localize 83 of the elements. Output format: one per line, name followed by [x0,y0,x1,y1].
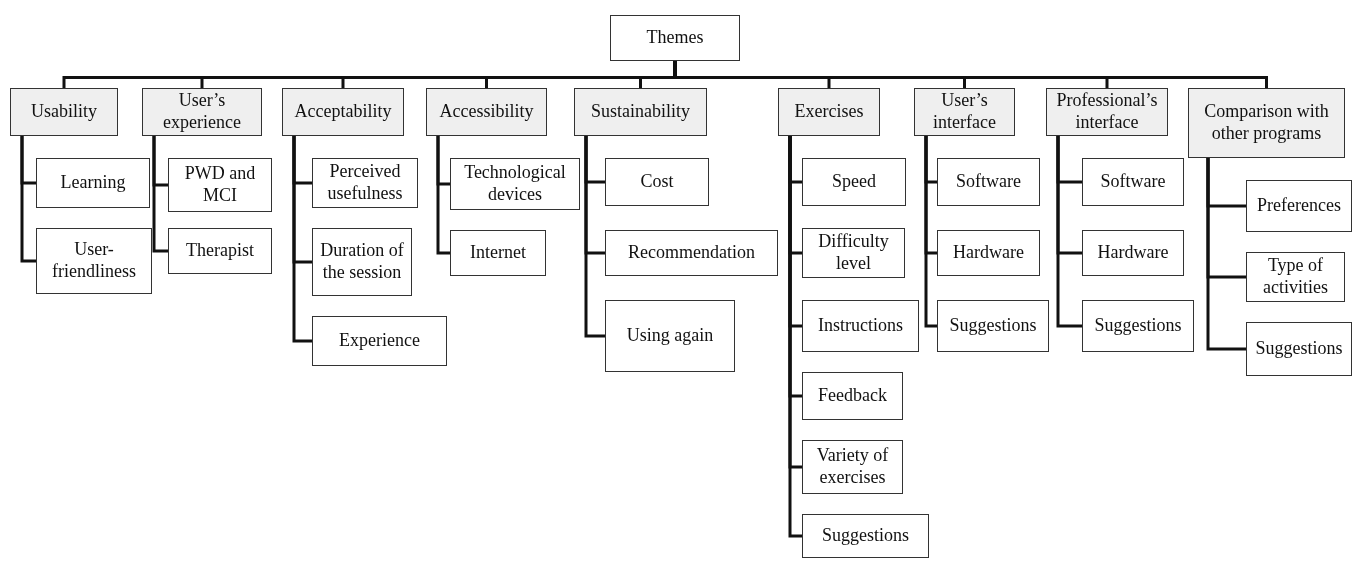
tree-connector [924,136,937,328]
theme-box [1188,88,1345,158]
subtheme-box [802,300,919,352]
tree-connector [1206,158,1246,351]
node-label: Cost [640,171,674,193]
subtheme-box [1246,322,1352,376]
subtheme-box [605,230,778,276]
node-label: Comparison with other programs [1203,101,1330,145]
theme-box [1046,88,1168,136]
node-label: Sustainability [591,101,690,123]
node-label: Preferences [1257,195,1341,217]
subtheme-box [312,228,412,296]
subtheme-box [450,158,580,210]
node-label: Learning [60,172,126,194]
node-label: Using again [626,325,714,347]
subtheme-box [168,158,272,212]
node-label: Therapist [186,240,254,262]
theme-box [426,88,547,136]
node-label: Software [1100,171,1166,193]
tree-connector [436,136,450,255]
tree-connector [788,136,802,538]
theme-box [282,88,404,136]
node-label: Type of activities [1262,255,1329,299]
node-label: Instructions [818,315,903,337]
subtheme-box [605,158,709,206]
node-label: Suggestions [1255,338,1343,360]
node-label: User’s interface [932,90,997,134]
subtheme-box [36,158,150,208]
subtheme-box [450,230,546,276]
subtheme-box [1246,180,1352,232]
subtheme-box [168,228,272,274]
theme-box [142,88,262,136]
theme-box [778,88,880,136]
node-label: Usability [31,101,97,123]
node-label: Perceived usefulness [326,161,404,205]
subtheme-box [937,230,1040,276]
theme-box [10,88,118,136]
subtheme-box [802,158,906,206]
tree-connector [584,136,605,338]
subtheme-box [802,514,929,558]
node-label: Recommendation [628,242,755,264]
node-label: Professional’s interface [1055,90,1159,134]
theme-box [914,88,1015,136]
node-label: Acceptability [294,101,392,123]
subtheme-box [1246,252,1345,302]
node-label: User-friendliness [51,239,137,283]
subtheme-box [802,440,903,494]
node-label: Suggestions [822,525,909,547]
node-label: Suggestions [1094,315,1182,337]
subtheme-box [36,228,152,294]
tree-connector [1056,136,1082,328]
root-box [610,15,740,61]
node-label: User’s experience [162,90,242,134]
node-label: Difficulty level [817,231,890,275]
node-label: Suggestions [949,315,1037,337]
node-label: Duration of the session [319,240,405,284]
subtheme-box [937,158,1040,206]
tree-connector [152,136,168,253]
node-label: Internet [470,242,526,264]
subtheme-box [1082,230,1184,276]
node-label: Exercises [794,101,864,123]
node-label: PWD and MCI [183,163,257,207]
subtheme-box [802,372,903,420]
node-label: Hardware [1097,242,1169,264]
subtheme-box [1082,300,1194,352]
node-label: Hardware [953,242,1024,264]
subtheme-box [312,158,418,208]
node-label: Software [956,171,1021,193]
subtheme-box [605,300,735,372]
node-label: Speed [832,171,876,193]
tree-connector [292,136,312,343]
node-label: Variety of exercises [815,445,890,489]
tree-connector [20,136,36,263]
node-label: Feedback [818,385,887,407]
node-label: Accessibility [439,101,534,123]
node-label: Technological devices [463,162,567,206]
subtheme-box [802,228,905,278]
node-label: Experience [339,330,420,352]
subtheme-box [937,300,1049,352]
node-label: Themes [646,27,704,49]
subtheme-box [312,316,447,366]
subtheme-box [1082,158,1184,206]
theme-box [574,88,707,136]
